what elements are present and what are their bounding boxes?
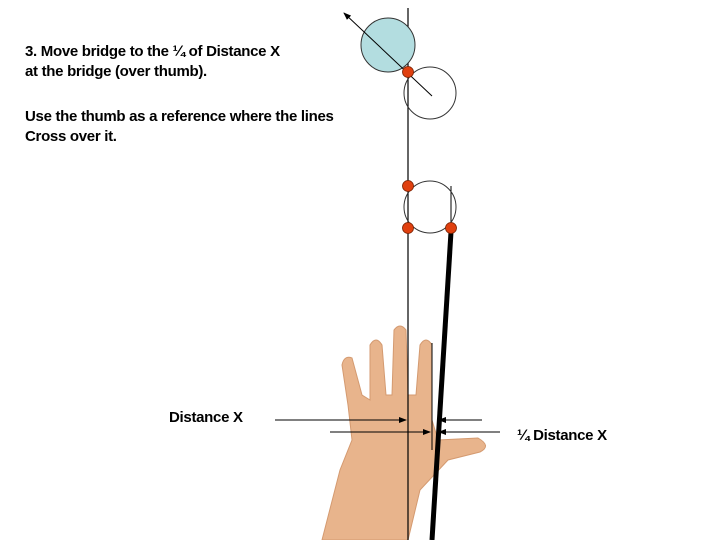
circle-outline-top — [403, 66, 457, 120]
marker-dot — [445, 222, 457, 234]
instruction-line-3: Use the thumb as a reference where the l… — [25, 108, 334, 125]
marker-dot — [402, 222, 414, 234]
instruction-line-4: Cross over it. — [25, 128, 117, 145]
marker-dot — [402, 66, 414, 78]
filled-circle — [360, 17, 416, 73]
instruction-line-1: 3. Move bridge to the ¼ of Distance X — [25, 43, 280, 60]
string-line — [429, 231, 454, 540]
marker-dot — [402, 180, 414, 192]
diagonal-arrow — [343, 12, 433, 97]
instruction-line-2: at the bridge (over thumb). — [25, 63, 207, 80]
hand-image — [321, 325, 486, 540]
circle-outline-bottom — [403, 180, 457, 234]
quarter-distance-x-label: ¼ Distance X — [517, 427, 607, 444]
distance-x-label: Distance X — [169, 409, 243, 426]
